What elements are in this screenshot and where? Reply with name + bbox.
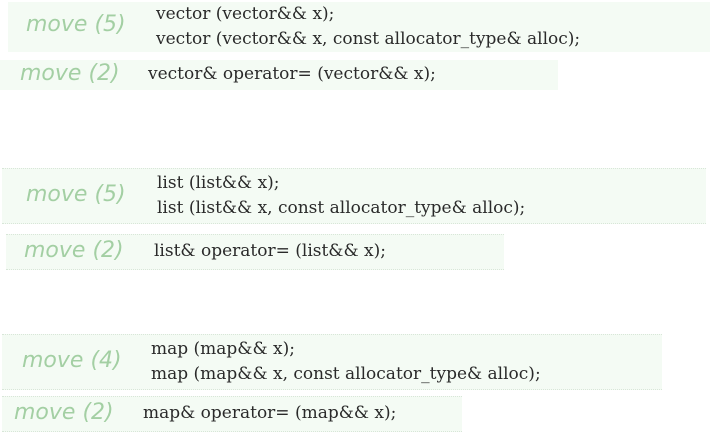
assignment-signature: map& operator= (map&& x); — [143, 403, 397, 423]
constructor-signature: map (map&& x); — [151, 339, 295, 359]
map-move-constructor-row: move (4) map (map&& x); map (map&& x, co… — [2, 334, 662, 390]
move-tag: move (5) — [26, 182, 126, 207]
move-tag: move (5) — [26, 12, 126, 37]
move-tag: move (2) — [24, 238, 124, 263]
constructor-signature: vector (vector&& x, const allocator_type… — [156, 29, 581, 49]
assignment-signature: vector& operator= (vector&& x); — [148, 64, 436, 84]
move-tag: move (2) — [14, 400, 114, 425]
constructor-signature: list (list&& x); — [157, 173, 280, 193]
list-move-assignment-row: move (2) list& operator= (list&& x); — [6, 234, 504, 270]
vector-move-constructor-row: move (5) vector (vector&& x); vector (ve… — [8, 2, 710, 52]
move-tag: move (2) — [20, 61, 120, 86]
move-tag: move (4) — [22, 348, 122, 373]
assignment-signature: list& operator= (list&& x); — [154, 241, 386, 261]
constructor-signature: list (list&& x, const allocator_type& al… — [157, 198, 526, 218]
list-move-constructor-row: move (5) list (list&& x); list (list&& x… — [2, 168, 706, 224]
constructor-signature: vector (vector&& x); — [156, 4, 335, 24]
constructor-signature: map (map&& x, const allocator_type& allo… — [151, 364, 541, 384]
map-move-assignment-row: move (2) map& operator= (map&& x); — [2, 396, 462, 432]
vector-move-assignment-row: move (2) vector& operator= (vector&& x); — [0, 60, 558, 90]
